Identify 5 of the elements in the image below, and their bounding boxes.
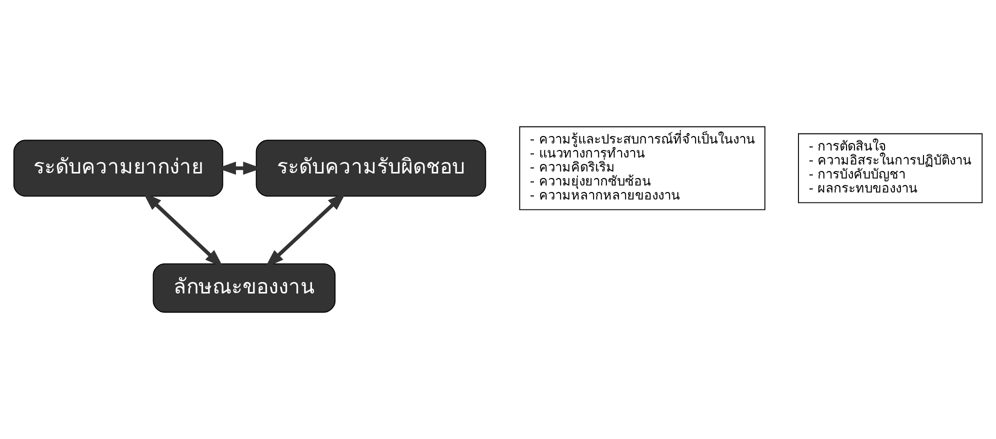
node-box: - การตัดสินใจ - ความอิสระในการปฏิบัติงาน - การบังคับบัญชา - ผลกระทบของงาน [798,133,983,204]
node-box: ระดับความยากง่าย [13,140,224,197]
node-box: - ความรู้และประสบการณ์ที่จำเป็นในงาน - แนวทางการทำงาน - ความคิดริเริ่ม - ความยุ่งยากซับซ้อน - ความหลากหลายของงาน [519,126,766,210]
node-box: ระดับความรับผิดชอบ [256,140,486,197]
node-box: ลักษณะของงาน [152,263,336,313]
